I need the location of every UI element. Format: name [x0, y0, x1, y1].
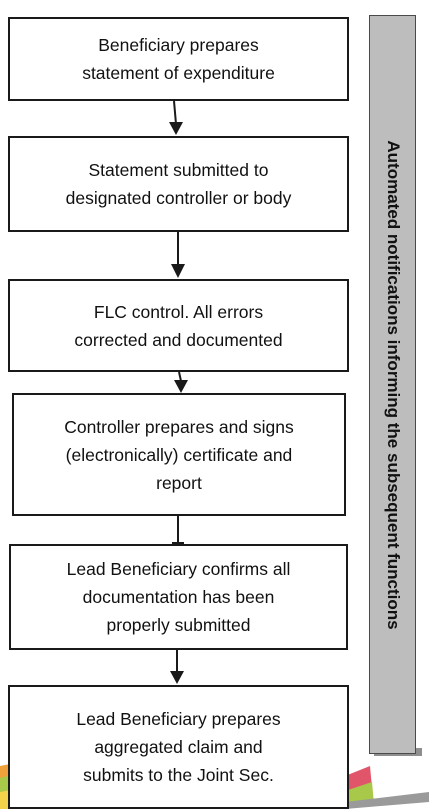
notifications-side-panel: Automated notifications informing the su…: [369, 15, 416, 754]
connector-line-1: [173, 100, 177, 125]
arrowhead-icon-2: [171, 264, 185, 278]
step-5-text: Lead Beneficiary confirms all documentat…: [66, 559, 291, 635]
step-6-box: Lead Beneficiary prepares aggregated cla…: [8, 685, 349, 809]
step-3-box: FLC control. All errors corrected and do…: [8, 279, 349, 372]
side-panel-label: Automated notifications informing the su…: [383, 139, 403, 630]
arrowhead-icon-1: [169, 122, 183, 135]
step-4-box: Controller prepares and signs (electroni…: [12, 393, 346, 516]
step-4-text: Controller prepares and signs (electroni…: [64, 416, 294, 493]
step-3-text: FLC control. All errors corrected and do…: [74, 301, 283, 350]
arrowhead-icon-3: [174, 380, 188, 393]
arrowhead-icon-5: [170, 671, 184, 684]
step-1-text: Beneficiary prepares statement of expend…: [82, 35, 275, 83]
step-2-text: Statement submitted to designated contro…: [65, 160, 292, 208]
step-2-box: Statement submitted to designated contro…: [8, 136, 349, 232]
connector-line-3: [178, 371, 182, 382]
step-1-box: Beneficiary prepares statement of expend…: [8, 17, 349, 101]
step-6-text: Lead Beneficiary prepares aggregated cla…: [76, 709, 281, 785]
step-5-box: Lead Beneficiary confirms all documentat…: [9, 544, 348, 650]
